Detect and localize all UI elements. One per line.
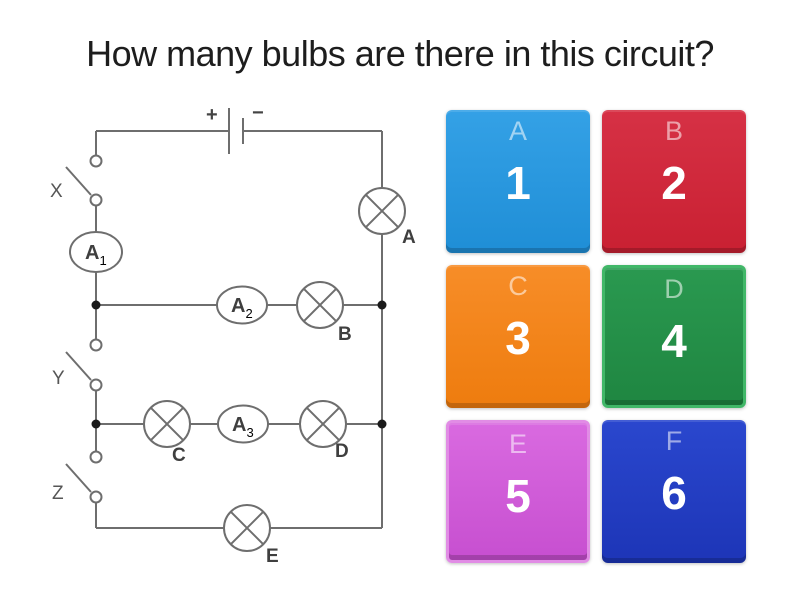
answer-letter: C xyxy=(508,271,528,301)
answer-value: 3 xyxy=(505,311,531,364)
answers-grid: A 1 B 2 C 3 D 4 E 5 F 6 xyxy=(446,110,746,563)
bulb-d-label: D xyxy=(335,441,349,462)
ammeter-a2-label: A xyxy=(231,295,245,317)
ammeter-a1-subscript: 1 xyxy=(99,253,106,268)
switch-x: X xyxy=(50,154,103,207)
answer-button-d[interactable]: D 4 xyxy=(602,265,746,408)
answer-button-a[interactable]: A 1 xyxy=(446,110,590,253)
switch-x-label: X xyxy=(50,181,63,202)
bulb-b-label: B xyxy=(338,324,352,345)
switch-z: Z xyxy=(52,450,103,504)
battery-minus-sign: − xyxy=(252,102,264,124)
bulb-b: B xyxy=(296,281,352,345)
switch-y-label: Y xyxy=(52,368,65,389)
battery-plus-sign: + xyxy=(206,104,218,126)
bulb-d: D xyxy=(299,400,349,462)
bulb-c: C xyxy=(143,400,191,466)
answer-value: 6 xyxy=(661,466,687,519)
svg-text:A2: A2 xyxy=(231,295,253,321)
bulb-a: A xyxy=(358,187,416,248)
answer-value: 2 xyxy=(661,156,687,209)
answer-letter: B xyxy=(664,116,683,146)
answer-value: 5 xyxy=(505,469,531,522)
ammeter-a3-subscript: 3 xyxy=(246,425,253,440)
answer-button-f[interactable]: F 6 xyxy=(602,420,746,563)
bulb-a-label: A xyxy=(402,227,416,248)
answer-letter: A xyxy=(508,116,527,146)
svg-text:A3: A3 xyxy=(232,414,254,440)
answer-value: 4 xyxy=(661,314,687,367)
switch-z-label: Z xyxy=(52,483,64,504)
ammeter-a1: A1 xyxy=(69,231,123,273)
circuit-diagram: + − X Y Z xyxy=(40,90,440,590)
bulb-c-label: C xyxy=(172,445,186,466)
junction-dots xyxy=(91,300,387,429)
bulb-e: E xyxy=(223,504,279,567)
ammeter-a3: A3 xyxy=(217,404,269,444)
answer-value: 1 xyxy=(505,156,531,209)
answer-letter: D xyxy=(664,274,684,304)
answer-button-b[interactable]: B 2 xyxy=(602,110,746,253)
svg-text:A1: A1 xyxy=(85,242,107,268)
ammeter-a2-subscript: 2 xyxy=(245,306,252,321)
ammeter-a2: A2 xyxy=(216,285,268,325)
bulb-e-label: E xyxy=(266,546,279,567)
question-title: How many bulbs are there in this circuit… xyxy=(86,33,714,74)
switch-y: Y xyxy=(52,338,103,392)
answer-letter: F xyxy=(665,426,683,456)
answer-letter: E xyxy=(508,429,527,459)
battery-symbol: + − xyxy=(206,102,264,154)
circuit-wires xyxy=(95,130,383,529)
ammeter-a3-label: A xyxy=(232,414,246,436)
answer-button-c[interactable]: C 3 xyxy=(446,265,590,408)
ammeter-a1-label: A xyxy=(85,242,99,264)
answer-button-e[interactable]: E 5 xyxy=(446,420,590,563)
